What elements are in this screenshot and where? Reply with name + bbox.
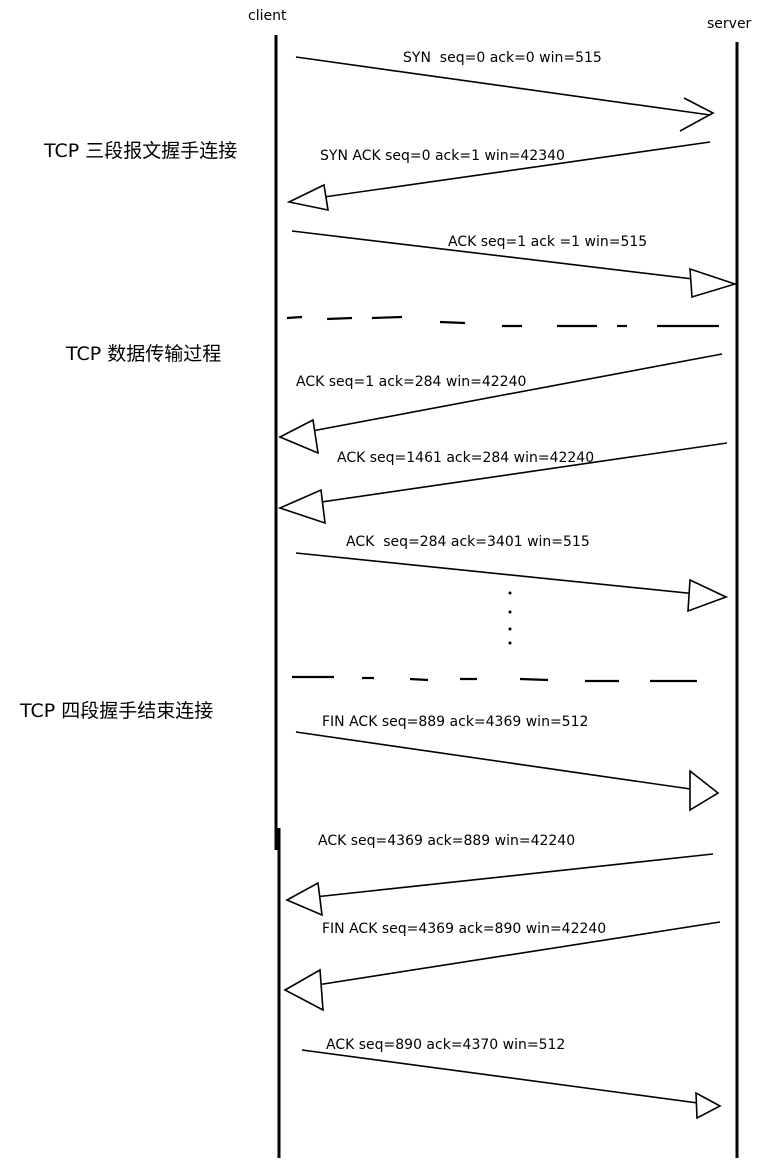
- message-ack-data-3-arrowhead: [687, 578, 729, 613]
- message-syn-ack: SYN ACK seq=0 ack=1 win=42340: [286, 141, 711, 212]
- message-ack-final-line: [301, 1049, 721, 1107]
- message-ack-data-2-label: ACK seq=1461 ack=284 win=42240: [337, 450, 594, 466]
- message-ack-data-2-arrowhead: [277, 488, 326, 525]
- message-fin-ack-client-label: FIN ACK seq=889 ack=4369 win=512: [322, 714, 588, 730]
- message-ack-data-1-label: ACK seq=1 ack=284 win=42240: [296, 374, 526, 390]
- message-syn-ack-label: SYN ACK seq=0 ack=1 win=42340: [320, 148, 565, 164]
- message-syn-ack-line: [288, 141, 711, 203]
- message-ack-data-1-line: [279, 353, 723, 438]
- message-ack-teardown-1-arrowhead: [285, 881, 323, 917]
- message-ack-final: ACK seq=890 ack=4370 win=512: [301, 1037, 722, 1120]
- message-ack-data-1: ACK seq=1 ack=284 win=42240: [278, 353, 723, 455]
- phase-separator-1: [286, 315, 719, 328]
- message-ack-teardown-1: ACK seq=4369 ack=889 win=42240: [285, 833, 714, 917]
- phase-label-teardown: TCP 四段握手结束连接: [19, 700, 213, 722]
- message-fin-ack-client: FIN ACK seq=889 ack=4369 win=512: [295, 714, 720, 812]
- server-label: server: [707, 16, 752, 32]
- message-fin-ack-client-arrowhead: [689, 769, 720, 812]
- message-fin-ack-client-line: [295, 731, 719, 794]
- message-ack-final-arrowhead: [695, 1091, 722, 1120]
- message-fin-ack-server-line: [284, 921, 721, 991]
- continuation-dots: [508, 591, 512, 645]
- message-syn-ack-arrowhead: [286, 183, 329, 212]
- message-ack-data-3-line: [295, 552, 727, 598]
- message-syn: SYN seq=0 ack=0 win=515: [295, 50, 715, 132]
- message-ack-data-2: ACK seq=1461 ack=284 win=42240: [277, 442, 728, 525]
- message-ack-data-1-arrowhead: [278, 418, 320, 455]
- phase-label-handshake: TCP 三段报文握手连接: [43, 140, 237, 162]
- message-ack-data-3-label: ACK seq=284 ack=3401 win=515: [346, 534, 590, 550]
- message-ack-handshake-label: ACK seq=1 ack =1 win=515: [448, 234, 647, 250]
- message-ack-handshake-arrowhead: [689, 267, 738, 299]
- client-label: client: [248, 8, 287, 24]
- message-ack-handshake-line: [291, 230, 736, 285]
- message-fin-ack-server-arrowhead: [283, 968, 324, 1012]
- phase-separator-2: [292, 675, 697, 683]
- message-ack-data-2-line: [279, 442, 728, 509]
- message-fin-ack-server-label: FIN ACK seq=4369 ack=890 win=42240: [322, 921, 606, 937]
- message-syn-label: SYN seq=0 ack=0 win=515: [403, 50, 602, 66]
- message-fin-ack-server: FIN ACK seq=4369 ack=890 win=42240: [283, 921, 721, 1012]
- message-ack-data-3: ACK seq=284 ack=3401 win=515: [295, 534, 729, 613]
- message-ack-final-label: ACK seq=890 ack=4370 win=512: [326, 1037, 565, 1053]
- message-ack-teardown-1-label: ACK seq=4369 ack=889 win=42240: [318, 833, 575, 849]
- message-syn-arrowhead: [679, 97, 715, 132]
- message-ack-handshake: ACK seq=1 ack =1 win=515: [291, 230, 738, 299]
- phase-label-transfer: TCP 数据传输过程: [65, 343, 221, 365]
- message-syn-line: [295, 56, 711, 116]
- message-ack-teardown-1-line: [286, 853, 714, 901]
